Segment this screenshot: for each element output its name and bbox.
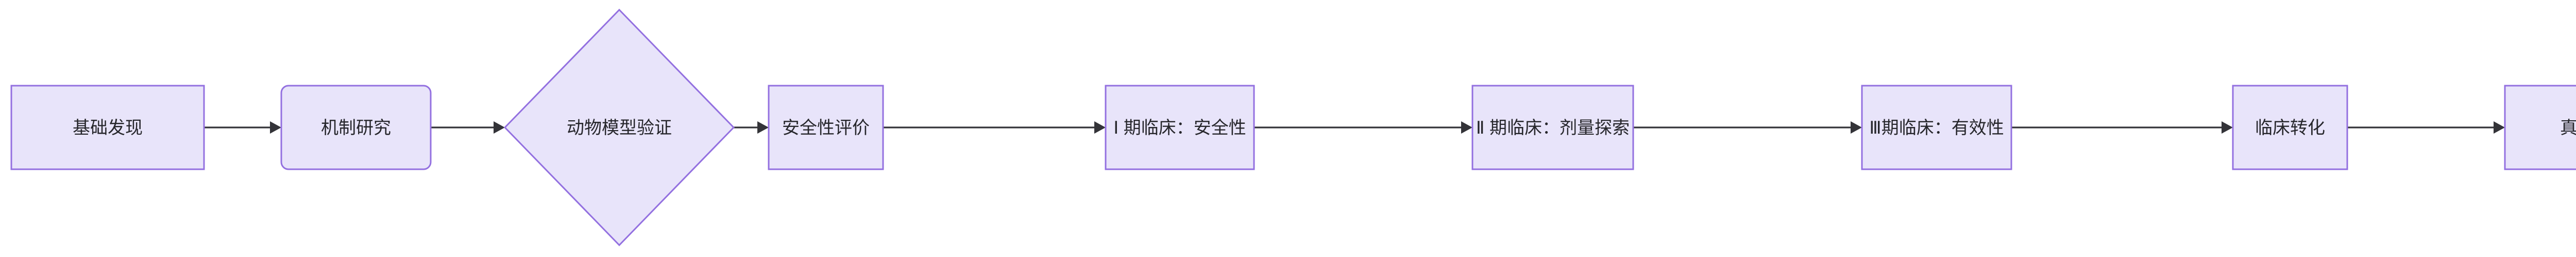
flow-node-n4[interactable]: 安全性评价 [768, 85, 884, 170]
edges-layer [204, 121, 2505, 134]
node-shape-rect[interactable] [10, 85, 205, 170]
flow-node-n3[interactable]: 动物模型验证 [503, 8, 735, 247]
node-label: Ⅲ期临床：有效性 [1869, 118, 2004, 138]
flow-node-n7[interactable]: Ⅲ期临床：有效性 [1861, 85, 2012, 170]
flow-node-n8[interactable]: 临床转化 [2232, 85, 2348, 170]
node-label: 安全性评价 [782, 118, 870, 138]
edge-arrowhead-icon [1461, 121, 1472, 134]
edge-arrowhead-icon [757, 121, 769, 134]
node-shape-rect[interactable] [2232, 85, 2348, 170]
node-shape-rect[interactable] [1861, 85, 2012, 170]
flow-edge [204, 121, 281, 134]
node-label: 临床转化 [2255, 118, 2325, 138]
node-shape-rounded-rect[interactable] [280, 85, 432, 170]
node-shape-rect[interactable] [2504, 85, 2576, 170]
edge-arrowhead-icon [1094, 121, 1106, 134]
node-label: 基础发现 [73, 118, 143, 138]
flow-edge [2347, 121, 2505, 134]
edge-arrowhead-icon [1851, 121, 1862, 134]
node-label: 真实世界研究 [2560, 118, 2576, 138]
node-shape-rect[interactable] [1105, 85, 1255, 170]
node-shape-rect[interactable] [768, 85, 884, 170]
node-label: Ⅱ 期临床：剂量探索 [1476, 118, 1630, 138]
edge-arrowhead-icon [2494, 121, 2505, 134]
flow-edge [734, 121, 769, 134]
flow-edge [1254, 121, 1472, 134]
node-shape-rect[interactable] [1471, 85, 1634, 170]
flow-node-n2[interactable]: 机制研究 [280, 85, 432, 170]
flow-edge [883, 121, 1106, 134]
flow-node-n5[interactable]: Ⅰ 期临床：安全性 [1105, 85, 1255, 170]
node-shape-diamond[interactable] [503, 8, 735, 247]
flow-edge [1633, 121, 1862, 134]
flow-edge [2011, 121, 2233, 134]
edge-arrowhead-icon [270, 121, 281, 134]
edge-arrowhead-icon [2222, 121, 2233, 134]
node-label: 动物模型验证 [567, 118, 672, 138]
node-label: 机制研究 [321, 118, 391, 138]
flow-edge [431, 121, 505, 134]
node-label: Ⅰ 期临床：安全性 [1113, 118, 1246, 138]
flow-node-n1[interactable]: 基础发现 [10, 85, 205, 170]
edge-arrowhead-icon [494, 121, 505, 134]
nodes-layer: 基础发现 机制研究 动物模型验证 安全性评价 Ⅰ 期临床：安全性 Ⅱ 期临床：剂量探索 Ⅲ期… [10, 8, 2576, 247]
flow-node-n6[interactable]: Ⅱ 期临床：剂量探索 [1471, 85, 1634, 170]
flow-node-n9[interactable]: 真实世界研究 [2504, 85, 2576, 170]
